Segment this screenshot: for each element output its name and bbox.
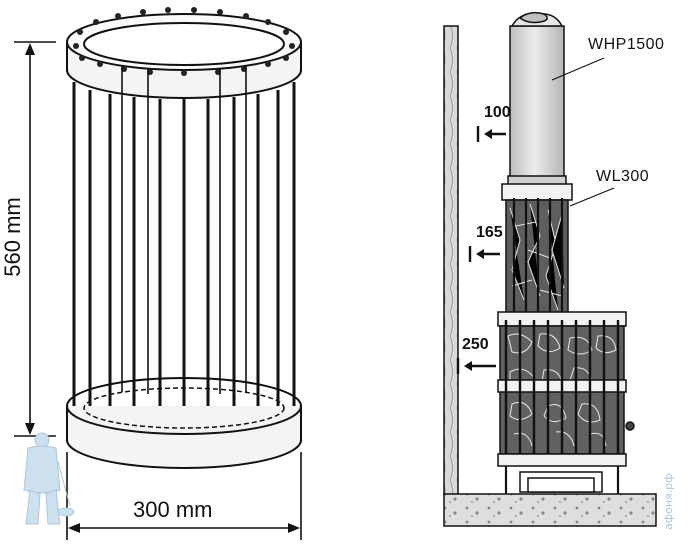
- height-label: 560 mm: [0, 197, 25, 277]
- width-label: 300 mm: [133, 497, 213, 522]
- heater-body: [497, 311, 635, 494]
- wall: [443, 25, 459, 497]
- ring-bolts: [73, 7, 295, 76]
- floor: [443, 493, 657, 527]
- cage-rods: [72, 66, 296, 450]
- model-top-label: WHP1500: [588, 36, 665, 53]
- model-leaders: [551, 57, 615, 207]
- model-cage-label: WL300: [596, 168, 650, 185]
- mascot-logo: [23, 432, 75, 525]
- clearance-middle-label: 165: [476, 224, 503, 241]
- clearance-arrows: [456, 126, 506, 374]
- cage-drawing: [66, 7, 302, 469]
- watermark-text: афоня.рф: [662, 473, 675, 530]
- clearance-top-label: 100: [484, 104, 511, 121]
- cage-bottom-ring: [66, 377, 302, 469]
- cage-top-ring: [66, 7, 302, 99]
- clearance-bottom-label: 250: [462, 336, 489, 353]
- upper-stone-cage: [501, 183, 573, 319]
- heater-pipe: [507, 11, 567, 187]
- height-dimension: [14, 41, 56, 437]
